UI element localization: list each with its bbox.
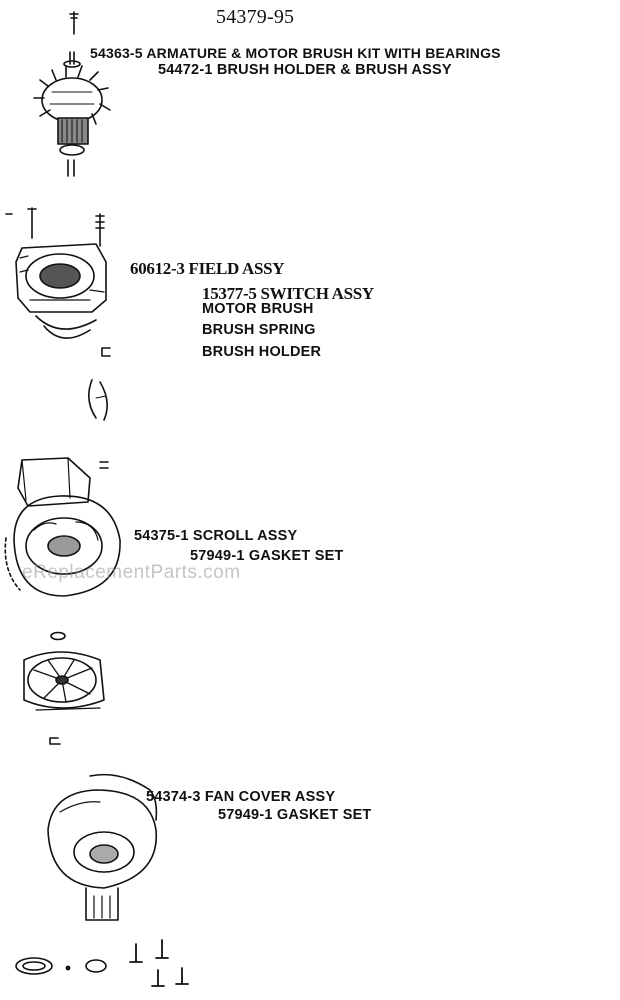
small-parts-illustration — [15, 939, 189, 987]
label-scroll-gasket-set: 57949-1 GASKET SET — [190, 548, 344, 564]
label-brush-spring: BRUSH SPRING — [202, 322, 316, 338]
label-armature-kit: 54363-5 ARMATURE & MOTOR BRUSH KIT WITH … — [90, 45, 501, 61]
fan-illustration — [23, 631, 105, 745]
label-switch-assy: 15377-5 SWITCH ASSY — [202, 284, 374, 303]
fan-cover-illustration — [47, 773, 158, 921]
label-fan-cover-gasket-set: 57949-1 GASKET SET — [218, 807, 372, 823]
scroll-assembly-illustration — [4, 457, 121, 597]
diagram-title: 54379-95 — [216, 6, 295, 28]
label-scroll-assy: 54375-1 SCROLL ASSY — [134, 528, 298, 544]
field-assembly-illustration — [5, 207, 111, 421]
label-fan-cover-assy: 54374-3 FAN COVER ASSY — [146, 789, 336, 805]
label-motor-brush: MOTOR BRUSH — [202, 301, 314, 317]
label-brush-holder: BRUSH HOLDER — [202, 344, 322, 360]
label-brush-holder-assy: 54472-1 BRUSH HOLDER & BRUSH ASSY — [158, 62, 452, 78]
watermark: eReplacementParts.com — [22, 562, 241, 583]
armature-illustration — [33, 11, 111, 177]
label-field-assy: 60612-3 FIELD ASSY — [130, 259, 285, 278]
